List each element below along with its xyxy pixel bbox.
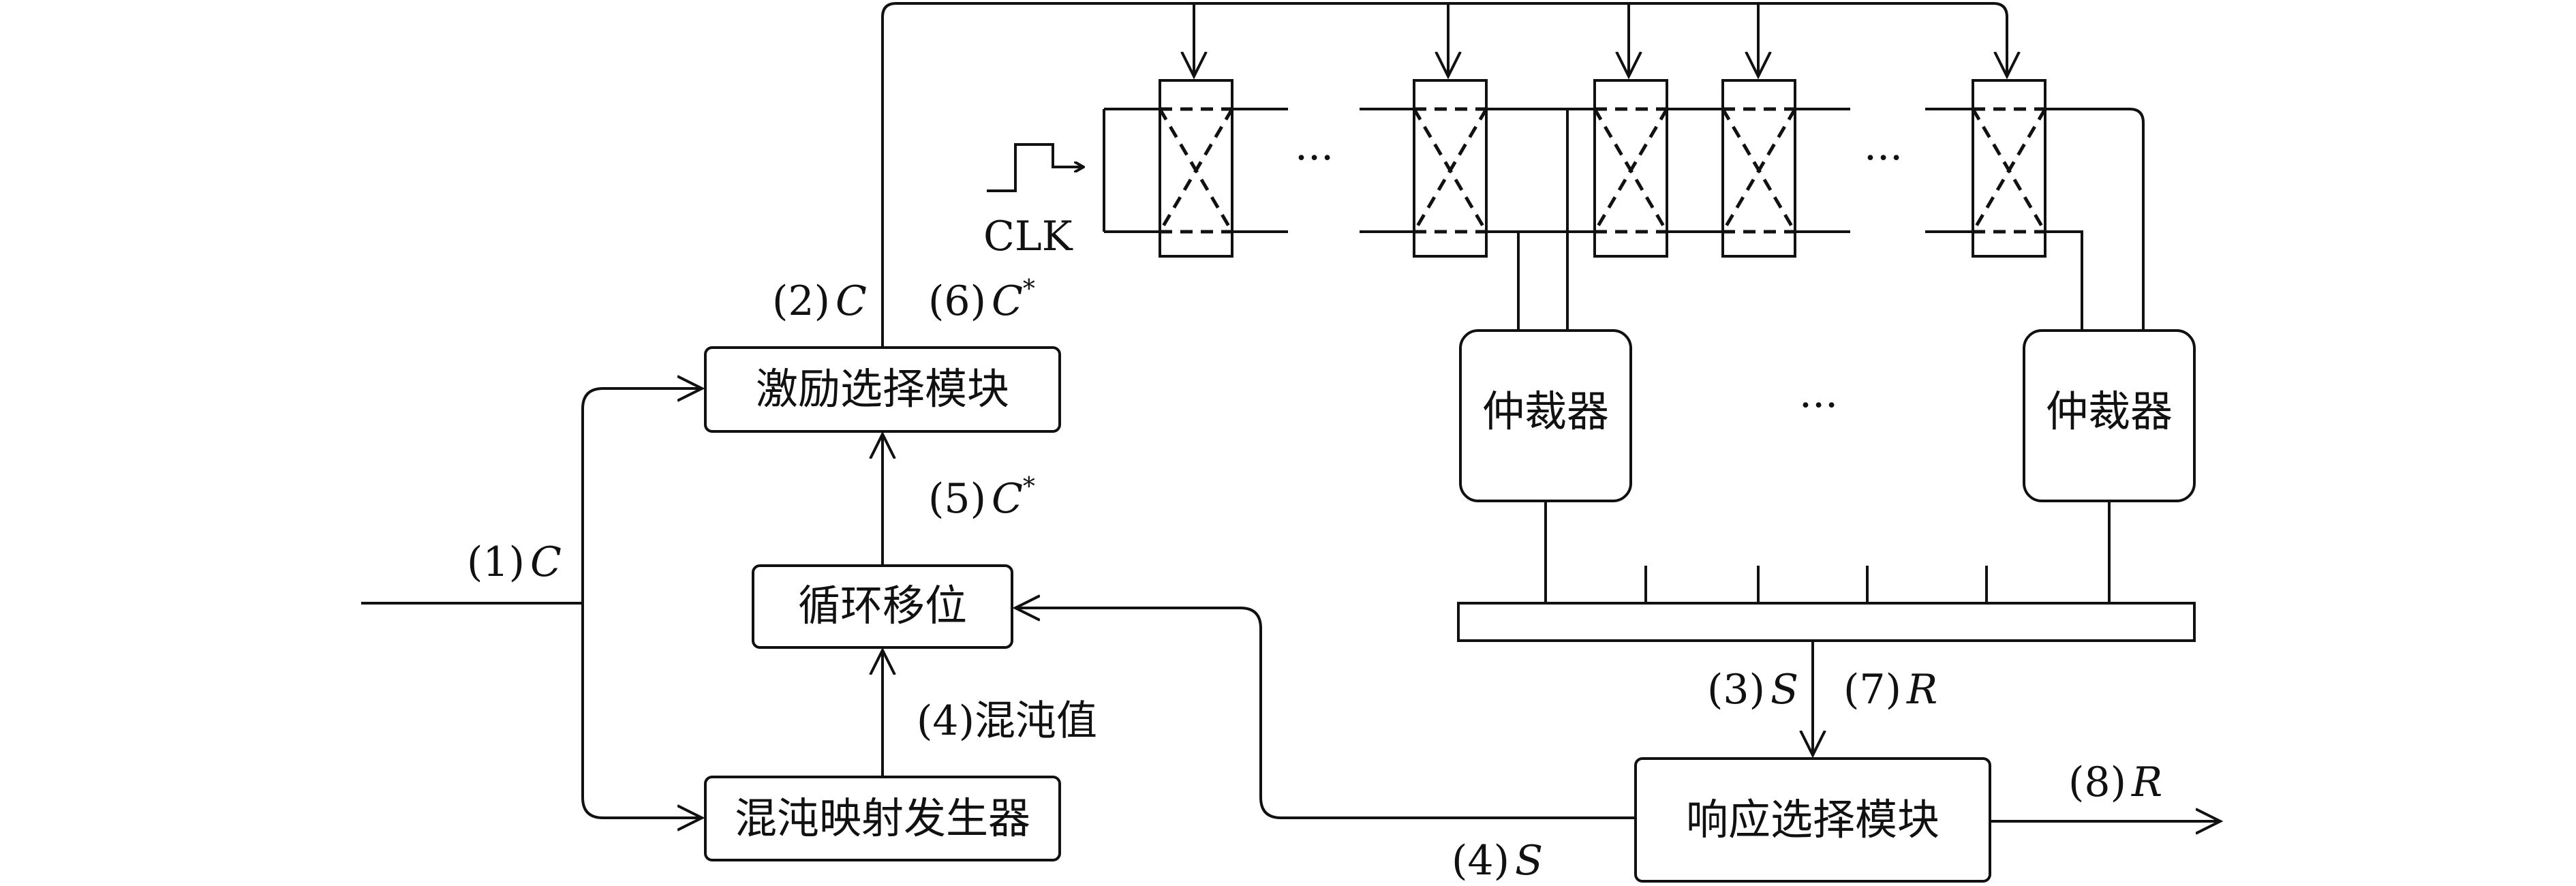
arbiter-left: 仲裁器 <box>1459 329 1632 502</box>
chain-ellipsis-left: ··· <box>1295 134 1334 182</box>
arbiter-left-label: 仲裁器 <box>1482 386 1609 436</box>
input-wires <box>361 388 702 818</box>
flow-arrows <box>883 434 2220 821</box>
switch-cell <box>1412 79 1488 258</box>
switch-cell <box>1721 79 1797 258</box>
switch-cell <box>1971 79 2047 258</box>
signal-2-label: (2)C <box>772 277 867 325</box>
top-bus <box>881 2 2007 348</box>
excitation-select-label: 激励选择模块 <box>756 364 1009 414</box>
signal-6-label: (6)C* <box>928 275 1035 325</box>
switch-cell <box>1593 79 1669 258</box>
cyclic-shift-label: 循环移位 <box>798 581 967 630</box>
cyclic-shift-block: 循环移位 <box>752 564 1013 649</box>
clock-label: CLK <box>983 213 1073 260</box>
signal-8-label: (8)R <box>2068 759 2162 806</box>
signal-1-label: (1)C <box>467 538 562 586</box>
arbiters-ellipsis: ··· <box>1799 382 1838 429</box>
switch-chain: ··· ··· <box>1104 79 2068 258</box>
arbiter-input-wires <box>1517 108 2145 331</box>
signal-4-chaos-label: (4)混沌值 <box>917 697 1097 745</box>
chain-ellipsis-right: ··· <box>1864 134 1903 182</box>
excitation-select-block: 激励选择模块 <box>704 346 1061 433</box>
signal-5-label: (5)C* <box>928 473 1035 523</box>
signal-7-label: (7)R <box>1843 666 1937 714</box>
response-select-block: 响应选择模块 <box>1634 757 1991 883</box>
response-register <box>1457 501 2196 755</box>
arbiter-right: 仲裁器 <box>2023 329 2196 502</box>
switch-cell <box>1158 79 1234 258</box>
signal-3-label: (3)S <box>1707 666 1798 714</box>
chaos-generator-label: 混沌映射发生器 <box>735 793 1030 843</box>
arbiter-right-label: 仲裁器 <box>2046 386 2173 436</box>
chaos-generator-block: 混沌映射发生器 <box>704 776 1061 861</box>
clock-source: CLK <box>983 109 1105 260</box>
response-select-label: 响应选择模块 <box>1686 795 1939 844</box>
signal-4s-label: (4)S <box>1452 837 1543 885</box>
